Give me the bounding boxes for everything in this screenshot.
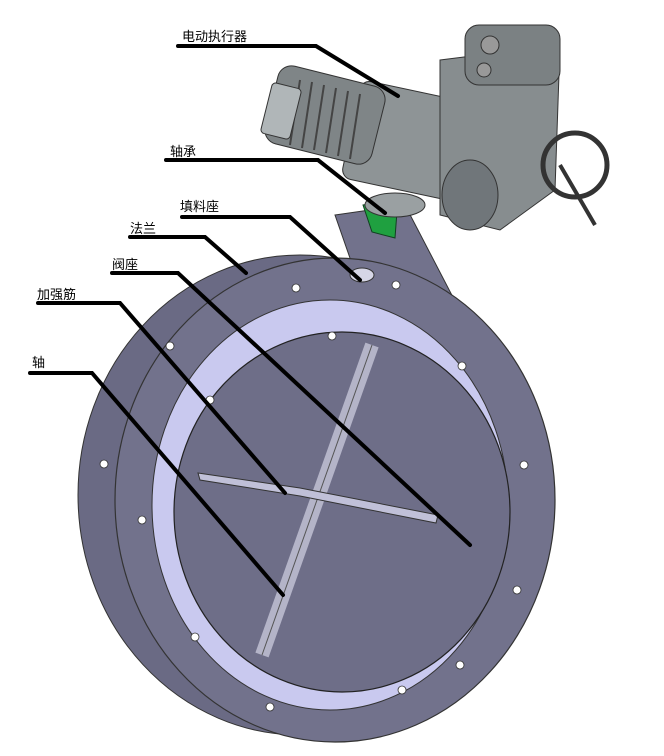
label-valve-seat: 阀座 [112, 258, 139, 273]
label-rib: 加强筋 [37, 288, 77, 303]
label-bearing: 轴承 [170, 145, 197, 160]
leader-rib [36, 301, 287, 495]
leader-lines [28, 44, 472, 597]
label-flange: 法兰 [130, 222, 157, 237]
bore-interior [173, 331, 511, 693]
reinforcing-rib [197, 472, 439, 524]
leader-valve-seat [110, 271, 472, 547]
shaft-edge [261, 344, 373, 656]
leader-actuator [176, 44, 400, 98]
leader-flange [128, 235, 248, 275]
leader-bearing [164, 158, 387, 215]
leader-packing-seat [180, 215, 362, 282]
bolt-holes [99, 280, 529, 712]
label-shaft: 轴 [32, 356, 46, 371]
label-actuator: 电动执行器 [182, 30, 248, 45]
leader-shaft [28, 371, 285, 597]
electric-actuator [260, 24, 610, 231]
label-packing-seat: 填料座 [180, 200, 220, 215]
